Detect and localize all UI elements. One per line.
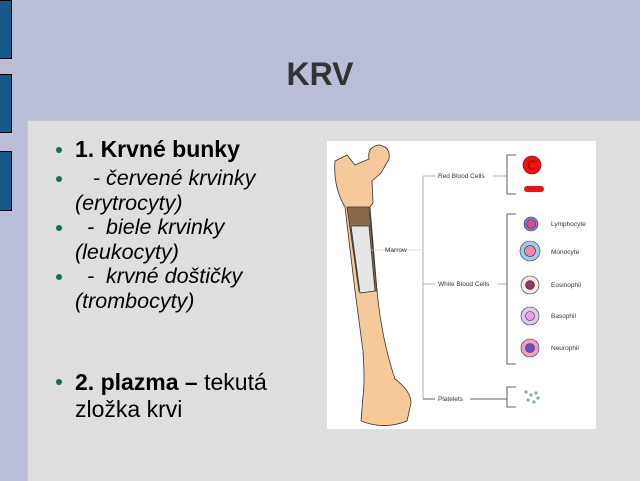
bone-marrow-diagram: Marrow Red Blood Cells White Blood Cells… (327, 141, 596, 429)
platelets (524, 390, 540, 404)
bullet-icon (56, 225, 62, 231)
label-white-blood-cells: White Blood Cells (438, 281, 490, 288)
bullet-bold: 2. plazma – (75, 369, 198, 395)
bullet-icon (56, 274, 62, 280)
bullet-text: - biele krvinky (leukocyty) (75, 215, 231, 264)
label-eosinophil: Eosinophil (551, 282, 582, 289)
label-lymphocyte: Lymphocyte (551, 221, 586, 228)
label-platelets: Platelets (438, 396, 464, 403)
red-blood-cells (522, 155, 544, 192)
white-blood-cells (519, 216, 541, 358)
connector-lines (367, 154, 516, 408)
label-neurophil: Neurophil (551, 345, 579, 352)
decor-bar-3 (0, 151, 12, 211)
bullet-plasma: 2. plazma – tekutá zložka krvi (56, 369, 310, 423)
bullet-text: - červené krvinky (erytrocyty) (75, 166, 262, 215)
bullet-erythrocytes: - červené krvinky (erytrocyty) (56, 166, 310, 215)
decor-bar-2 (0, 74, 12, 133)
bullet-thrombocytes: - krvné doštičky (trombocyty) (56, 264, 310, 313)
bullet-leukocytes: - biele krvinky (leukocyty) (56, 215, 310, 264)
femur-bone (334, 144, 412, 426)
bullet-text: 1. Krvné bunky (75, 136, 240, 162)
bullet-icon (56, 147, 62, 153)
bullet-text: - krvné doštičky (trombocyty) (75, 264, 249, 313)
bullet-blood-cells: 1. Krvné bunky (56, 136, 310, 162)
decor-bar-1 (0, 0, 12, 59)
bullet-icon (56, 379, 62, 385)
label-marrow: Marrow (385, 247, 407, 254)
label-red-blood-cells: Red Blood Cells (438, 173, 485, 180)
label-basophil: Basophil (551, 313, 576, 320)
slide-title: KRV (286, 56, 354, 92)
bullet-text: tekutá zložka krvi (75, 369, 267, 422)
bullet-icon (56, 176, 62, 182)
label-monocyte: Monocyte (551, 249, 580, 256)
